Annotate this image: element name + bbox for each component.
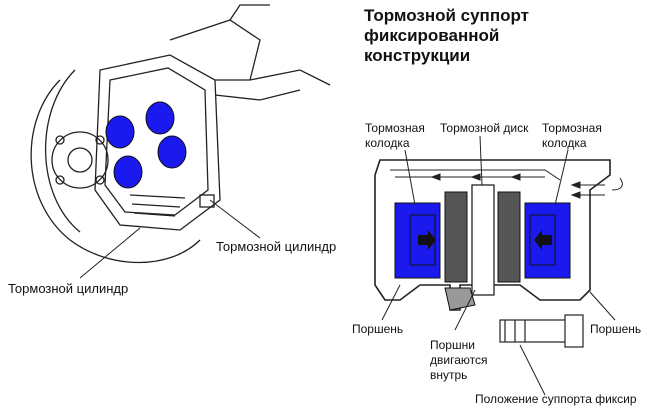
wheel-hub — [51, 131, 109, 189]
brake-disc — [471, 184, 495, 296]
label-piston-right: Поршень — [590, 322, 642, 336]
label-cylinder-left: Тормозной цилиндр — [8, 281, 129, 296]
right-brake-pad — [497, 191, 521, 283]
right-piston-arrow-left — [534, 230, 552, 250]
caliper-body — [94, 54, 221, 231]
label-pistons-move-3: внутрь — [430, 368, 468, 382]
diagram-title: Тормозной суппорт фиксированной конструк… — [364, 6, 644, 66]
title-line-2: фиксированной — [364, 26, 500, 45]
title-line-1: Тормозной суппорт — [364, 6, 529, 25]
piston-top-right — [145, 101, 175, 135]
left-brake-pad — [444, 191, 468, 283]
left-piston-arrow-right — [418, 230, 436, 250]
label-caliper-position: Положение суппорта фиксир — [475, 392, 637, 406]
piston-bottom-right — [157, 135, 187, 169]
title-line-3: конструкции — [364, 46, 471, 65]
label-disc: Тормозной диск — [440, 121, 529, 135]
piston-top-left — [105, 115, 135, 149]
label-piston-left: Поршень — [352, 322, 404, 336]
brake-disc-outline — [30, 79, 201, 264]
label-pistons-move-2: двигаются — [430, 353, 488, 367]
label-cylinder-right: Тормозной цилиндр — [216, 239, 337, 254]
label-pad-left-1: Тормозная — [365, 121, 425, 135]
label-pad-right-1: Тормозная — [542, 121, 602, 135]
label-pad-left-2: колодка — [365, 136, 410, 150]
label-pistons-move-1: Поршни — [430, 338, 475, 352]
label-pad-right-2: колодка — [542, 136, 587, 150]
piston-bottom-left — [113, 155, 143, 189]
